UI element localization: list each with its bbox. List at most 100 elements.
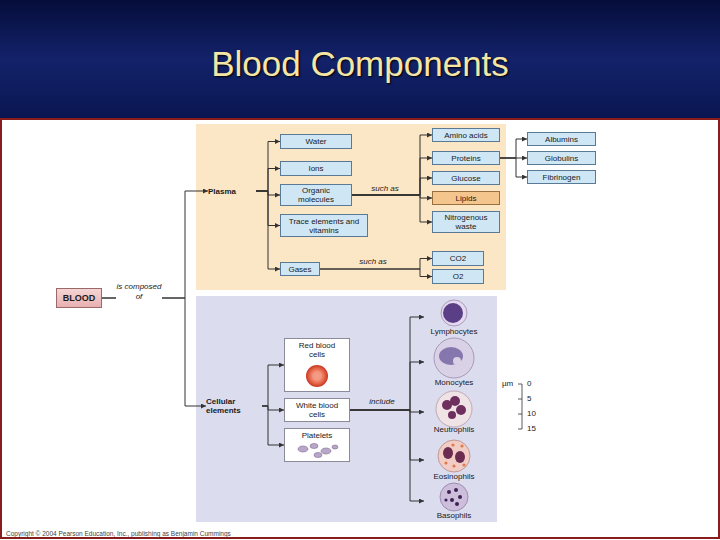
scale-tick (518, 429, 522, 430)
red-cell-center (312, 371, 322, 381)
component-box: Gases (280, 262, 320, 276)
node-text: Basophils (437, 512, 472, 520)
protein-box: Albumins (527, 132, 596, 146)
connector-arrow (256, 142, 280, 192)
eosinophil-granule (452, 464, 455, 467)
slide-title: Blood Components (0, 44, 720, 84)
monocyte-image (434, 338, 474, 378)
node-text: Cellular elements (206, 397, 262, 415)
connector-arrow (350, 410, 424, 501)
node-text: Ions (308, 164, 323, 173)
cell-box: Red blood cells (284, 338, 350, 392)
connector-arrow (350, 317, 424, 410)
example-box: Amino acids (432, 128, 500, 142)
neutrophil-image (436, 391, 472, 427)
component-box: Ions (280, 161, 352, 176)
connector-arrow (500, 139, 527, 158)
connector-arrow (352, 178, 432, 195)
scale-tick (518, 399, 522, 400)
node-text: BLOOD (63, 294, 96, 303)
node-text: Gases (288, 265, 311, 274)
connector-arrow (262, 406, 284, 410)
scale-value: 0 (527, 379, 543, 389)
node-text: Trace elements and vitamins (287, 217, 361, 235)
node-text: Globulins (545, 154, 578, 163)
node-text: Eosinophils (434, 473, 475, 481)
connector-arrow (350, 410, 424, 412)
connector-arrow (320, 259, 432, 270)
connector-arrow (352, 135, 432, 195)
basophil-granule (447, 490, 451, 494)
platelet-image (321, 448, 331, 454)
relation-text: include (362, 397, 402, 407)
white-cell: Basophils (424, 482, 484, 520)
node-text: Nitrogenous waste (439, 213, 493, 231)
white-cell: Monocytes (424, 337, 484, 387)
example-box: Proteins (432, 151, 500, 165)
eosinophil-granule (444, 461, 447, 464)
connector-arrow (256, 191, 280, 269)
connector-arrow (262, 406, 284, 445)
platelet-image (314, 453, 322, 458)
node-text: Albumins (545, 135, 578, 144)
basophil-granule (450, 498, 454, 502)
scale-value: 5 (527, 394, 543, 404)
white-cell: Eosinophils (424, 439, 484, 481)
cell-box: White blood cells (284, 398, 350, 422)
eosinophil-image (438, 440, 470, 472)
node-text: Lipids (456, 194, 477, 203)
node-text: CO2 (450, 254, 466, 263)
monocyte-nucleus-notch (453, 357, 461, 365)
node-text: Fibrinogen (543, 173, 581, 182)
group-heading: Cellular elements (206, 396, 262, 416)
node-text: Organic molecules (287, 186, 345, 204)
protein-box: Globulins (527, 151, 596, 165)
eosinophil-lobe (443, 447, 453, 459)
node-text: Glucose (451, 174, 480, 183)
copyright-note: Copyright © 2004 Pearson Education, Inc.… (6, 529, 406, 539)
node-text: Amino acids (444, 131, 488, 140)
neutrophil-lobe (450, 396, 460, 406)
cellular-band (196, 296, 497, 522)
connector-arrow (102, 298, 206, 406)
connector-arrow (320, 269, 432, 277)
node-text: Neutrophils (434, 426, 474, 434)
platelet-image (298, 446, 308, 452)
red-cell-image (306, 365, 328, 387)
scale-unit: µm (502, 379, 518, 389)
node-text: Water (305, 137, 326, 146)
connector-arrow (102, 191, 208, 298)
white-cell: Neutrophils (424, 390, 484, 434)
scale-tick (518, 414, 522, 415)
cell-box: Platelets (284, 428, 350, 462)
component-box: Water (280, 134, 352, 149)
node-text: Red blood cells (295, 341, 339, 359)
connector-arrow (352, 195, 432, 198)
basophil-image (440, 483, 468, 511)
connector-arrow (256, 191, 280, 195)
plasma-band (196, 124, 506, 290)
gas-box: O2 (432, 269, 484, 284)
eosinophil-lobe (455, 451, 465, 463)
connector-arrow (256, 191, 280, 226)
monocyte-nucleus (439, 347, 463, 365)
gas-box: CO2 (432, 251, 484, 266)
scale-value: 10 (527, 409, 543, 419)
white-cell: Lymphocytes (424, 298, 484, 336)
example-box: Glucose (432, 171, 500, 185)
example-box: Lipids (432, 191, 500, 205)
relation-text: such as (360, 184, 410, 194)
connector-arrow (256, 169, 280, 192)
basophil-granule (458, 495, 462, 499)
node-text: Lymphocytes (431, 328, 478, 336)
eosinophil-granule (460, 444, 463, 447)
basophil-granule (455, 502, 459, 506)
scale-value: 15 (527, 424, 543, 434)
component-box: Trace elements and vitamins (280, 214, 368, 237)
header-bar (0, 0, 720, 118)
scale-bar (522, 384, 523, 429)
connector-arrow (350, 410, 424, 460)
protein-box: Fibrinogen (527, 170, 596, 184)
relation-text: is composed of (116, 282, 162, 302)
node-text: O2 (453, 272, 464, 281)
